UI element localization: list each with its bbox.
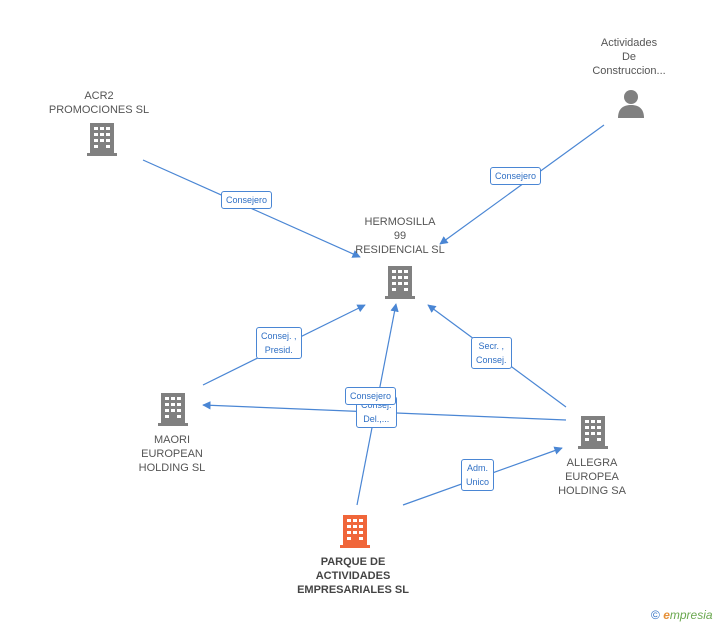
building-icon[interactable]	[86, 121, 118, 157]
node-label-hermosilla[interactable]: HERMOSILLA 99 RESIDENCIAL SL	[355, 216, 445, 256]
node-label-allegra[interactable]: ALLEGRA EUROPEA HOLDING SA	[558, 457, 626, 497]
edge-label-parque-allegra: Adm. Unico	[461, 459, 495, 491]
edge-label-parque-hermosilla: Consejero	[345, 387, 397, 405]
node-label-actividades[interactable]: Actividades De Construccion...	[592, 37, 666, 77]
node-label-acr2[interactable]: ACR2 PROMOCIONES SL	[48, 90, 150, 116]
copyright-symbol: ©	[651, 608, 660, 622]
building-icon-highlighted[interactable]	[339, 513, 371, 549]
edge-label-allegra-hermosilla: Secr. , Consej.	[471, 337, 512, 369]
building-icon[interactable]	[384, 264, 416, 300]
node-label-parque[interactable]: PARQUE DE ACTIVIDADES EMPRESARIALES SL	[297, 556, 409, 596]
edge-label-actividades-hermosilla: Consejero	[490, 167, 542, 185]
edge-label-acr2-hermosilla: Consejero	[221, 191, 273, 209]
edge-label-maori-hermosilla: Consej. , Presid.	[256, 327, 302, 359]
node-label-maori[interactable]: MAORI EUROPEAN HOLDING SL	[138, 434, 206, 474]
building-icon[interactable]	[577, 414, 609, 450]
footer-brand: © empresia	[651, 608, 713, 622]
person-icon[interactable]	[616, 88, 646, 120]
building-icon[interactable]	[157, 391, 189, 427]
empresia-logo[interactable]: empresia	[663, 608, 713, 622]
